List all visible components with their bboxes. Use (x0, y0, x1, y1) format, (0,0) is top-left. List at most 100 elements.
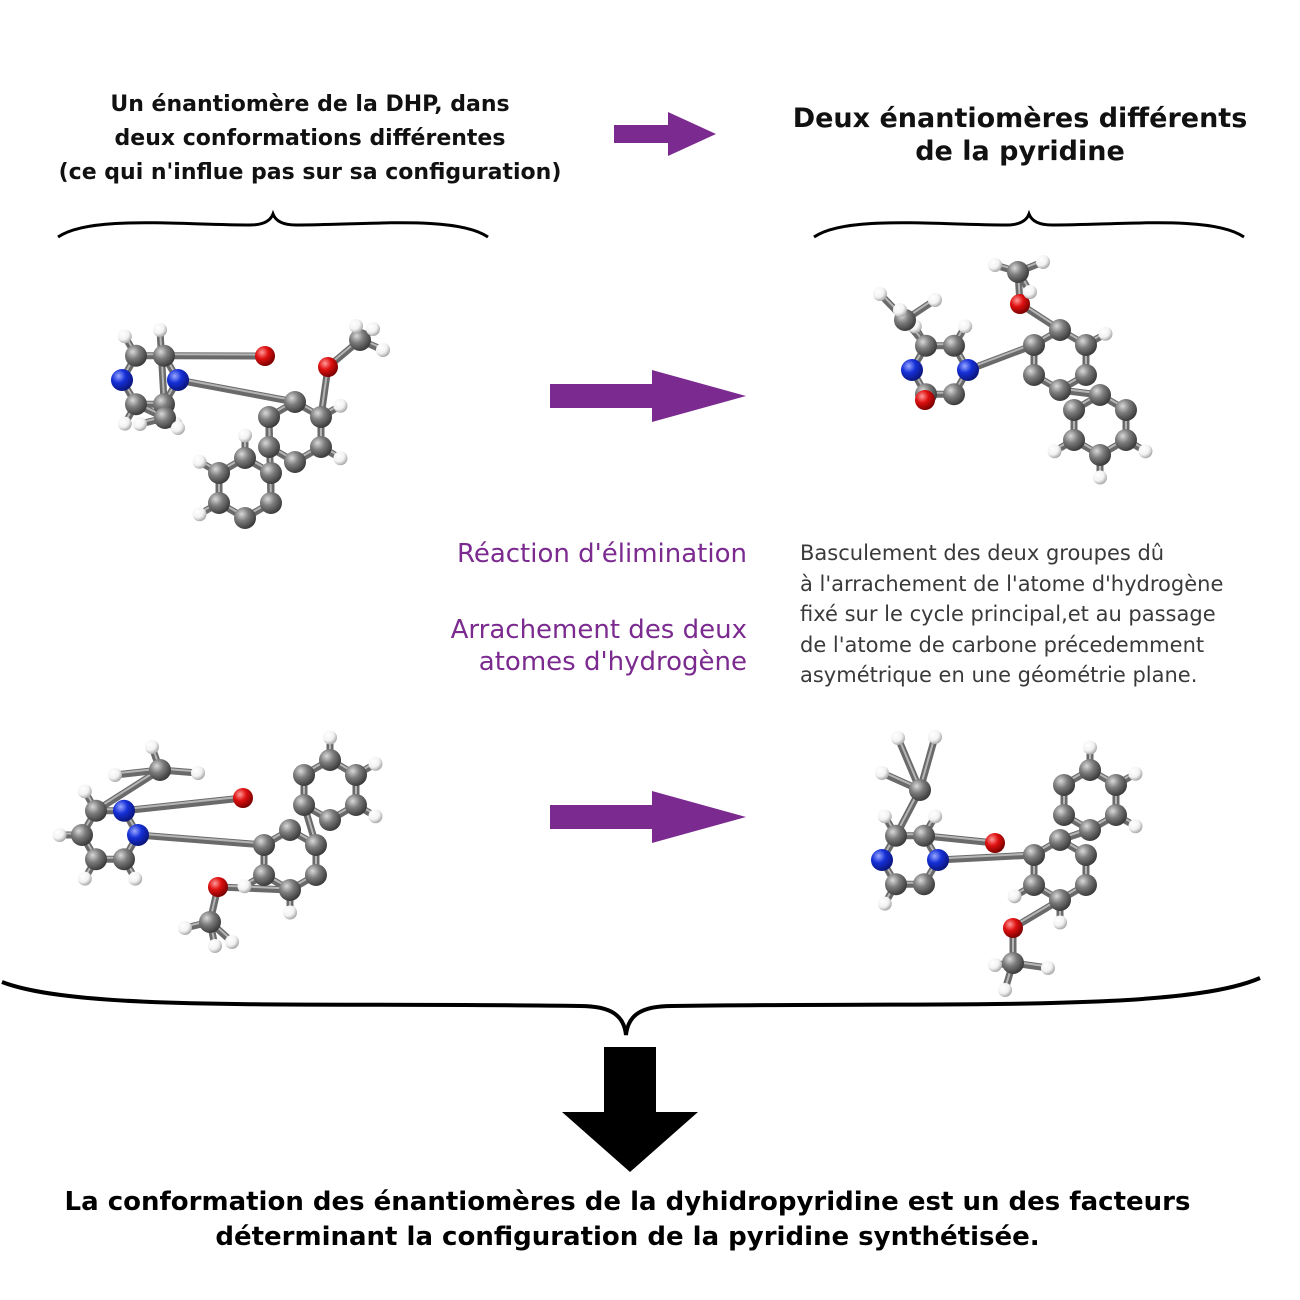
carbon-atom (199, 911, 221, 933)
bottom-brace (1, 976, 1261, 1036)
carbon-atom (293, 794, 316, 816)
hydrogen-atom (1036, 255, 1050, 269)
carbon-atom (1053, 774, 1076, 796)
bond (134, 831, 268, 849)
hydrogen-atom (988, 258, 1002, 272)
hydrogen-atom (1007, 889, 1022, 904)
carbon-atom (344, 794, 367, 816)
carbon-atom (1049, 319, 1071, 341)
hydrogen-atom (988, 958, 1002, 972)
bond-highlight (123, 795, 244, 811)
oxygen-atom (233, 788, 253, 808)
carbon-atom (293, 764, 316, 786)
carbon-atom (1074, 334, 1097, 356)
carbon-atom (208, 462, 231, 484)
bond (964, 341, 1038, 374)
hydrogen-atom (1047, 444, 1062, 459)
hydrogen-atom (349, 319, 363, 333)
hydrogen-atom (376, 343, 390, 357)
carbon-atom (885, 824, 907, 847)
carbon-atom (284, 391, 306, 413)
hydrogen-atom (145, 740, 159, 754)
hydrogen-atom (153, 323, 167, 337)
bond-highlight (217, 884, 291, 890)
hydrogen-atom (1053, 915, 1067, 930)
carbon-atom (1104, 804, 1127, 826)
bond-highlight (967, 342, 1035, 370)
top-left-brace (57, 209, 489, 239)
hydrogen-atom (117, 329, 132, 344)
carbon-atom (279, 819, 301, 841)
arrow-header (614, 112, 716, 156)
carbon-atom (149, 759, 171, 781)
carbon-atom (319, 749, 341, 771)
conclusion-text: La conformation des énantiomères de la d… (64, 1187, 1191, 1252)
hydrogen-atom (998, 983, 1012, 997)
hydrogen-atom (133, 417, 147, 431)
top-right-brace (813, 209, 1245, 239)
hydrogen-atom (928, 809, 943, 824)
hydrogen-atom (192, 507, 207, 522)
carbon-atom (284, 451, 306, 473)
carbon-atom (154, 407, 176, 429)
carbon-atom (1053, 804, 1076, 826)
carbon-atom (344, 764, 367, 786)
carbon-atom (125, 393, 147, 416)
nitrogen-atom (901, 359, 923, 381)
nitrogen-atom (927, 849, 949, 871)
carbon-atom (1049, 829, 1071, 851)
carbon-atom (208, 492, 231, 514)
oxygen-atom (255, 346, 275, 366)
explanation-text: Basculement des deux groupes dû à l'arra… (800, 541, 1224, 687)
hydrogen-atom (333, 451, 348, 466)
carbon-atom (1114, 429, 1137, 451)
carbon-atom (258, 406, 281, 428)
hydrogen-atom (108, 768, 122, 782)
hydrogen-atom (191, 766, 205, 780)
hydrogen-atom (237, 879, 252, 894)
carbon-atom (1089, 384, 1111, 406)
molecule-pyridine-enantiomer-2 (871, 730, 1143, 997)
nitrogen-atom (113, 799, 135, 822)
hydrogen-atom (1083, 740, 1097, 755)
carbon-atom (234, 507, 256, 529)
carbon-atom (1089, 444, 1111, 466)
oxygen-atom (985, 833, 1005, 853)
molecule-dhp-conformation-1 (111, 319, 390, 529)
bond (934, 851, 1038, 864)
hydrogen-atom (333, 398, 348, 413)
hydrogen-atom (928, 730, 942, 744)
hydrogen-atom (1138, 444, 1153, 459)
hydrogen-removal-label: Arrachement des deux atomes d'hydrogène (450, 615, 747, 677)
nitrogen-atom (957, 359, 979, 381)
carbon-atom (153, 344, 175, 367)
hydrogen-atom (928, 293, 942, 307)
nitrogen-atom (871, 849, 893, 871)
hydrogen-atom (877, 896, 892, 911)
oxygen-atom (318, 357, 338, 377)
carbon-atom (1023, 874, 1046, 896)
bond (174, 376, 299, 406)
arrow-bottom (550, 791, 746, 843)
hydrogen-atom (225, 935, 239, 949)
carbon-atom (1074, 844, 1097, 866)
hydrogen-atom (893, 303, 907, 317)
bond-highlight (937, 852, 1035, 860)
arrow-top (550, 370, 746, 422)
carbon-atom (85, 848, 107, 871)
bond-highlight (268, 415, 272, 502)
nitrogen-atom (127, 824, 149, 846)
hydrogen-atom (208, 939, 222, 953)
hydrogen-atom (873, 287, 887, 301)
hydrogen-atom (366, 322, 380, 336)
carbon-atom (1074, 364, 1097, 386)
bond-highlight (177, 377, 296, 402)
carbon-atom (309, 436, 332, 458)
carbon-atom (259, 492, 282, 514)
carbon-atom (885, 873, 907, 896)
carbon-atom (304, 834, 327, 856)
hydrogen-atom (1023, 285, 1037, 299)
nitrogen-atom (167, 369, 189, 391)
hydrogen-atom (323, 730, 337, 745)
hydrogen-atom (171, 421, 185, 435)
